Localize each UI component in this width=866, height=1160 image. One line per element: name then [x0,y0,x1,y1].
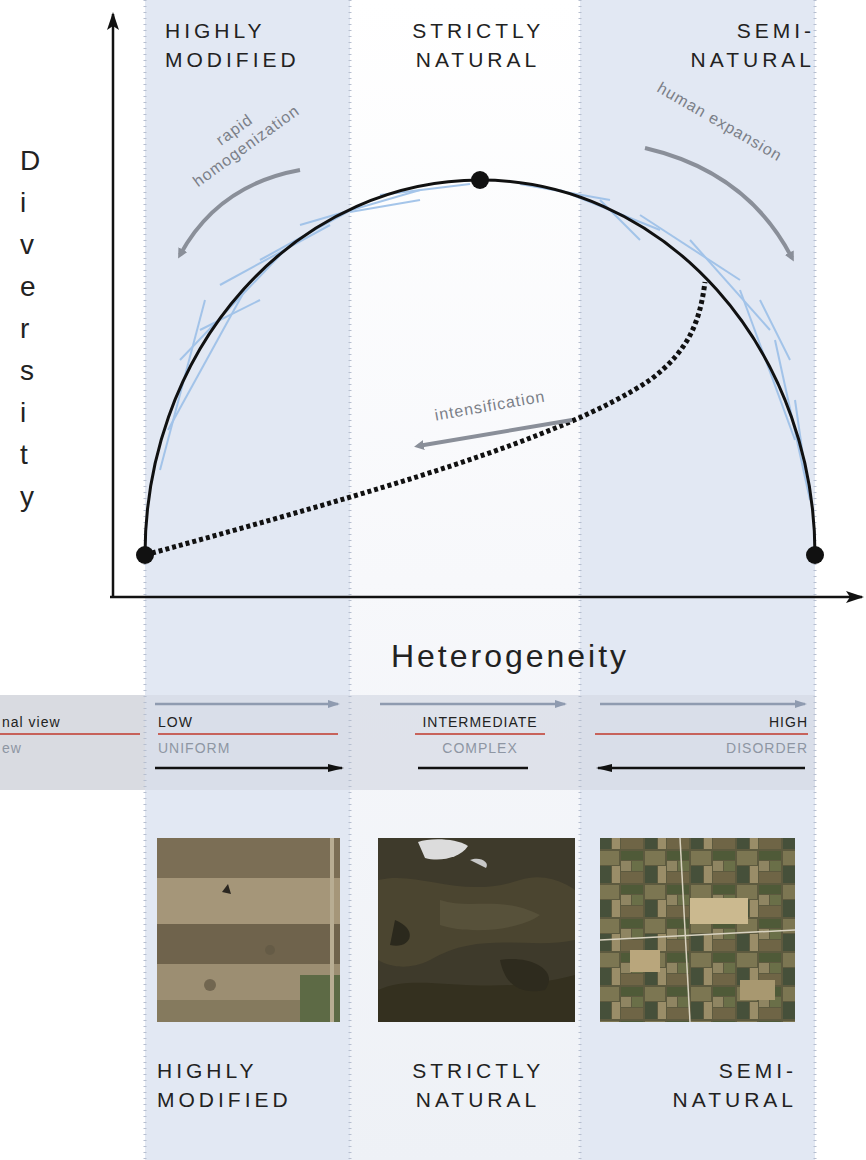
process-label: intensification [433,386,547,425]
region-label: SEMI- NATURAL [673,1056,797,1114]
heterogeneity-level: UNIFORM [158,740,230,756]
axis-label: Heterogeneity [391,638,629,675]
region-heading: SEMI- NATURAL [691,16,815,74]
view-label: ew [2,740,22,756]
region-heading: HIGHLY MODIFIED [165,16,300,74]
heterogeneity-level: COMPLEX [442,740,517,756]
process-label: human expansion [654,78,786,166]
region-label: STRICTLY NATURAL [412,1056,544,1114]
heterogeneity-level: HIGH [769,714,808,730]
region-heading: STRICTLY NATURAL [412,16,544,74]
region-label: HIGHLY MODIFIED [157,1056,292,1114]
axis-label: Diversity [20,140,44,518]
process-label: rapid homogenization [177,85,303,192]
heterogeneity-level: DISORDER [726,740,808,756]
heterogeneity-level: LOW [158,714,193,730]
heterogeneity-level: INTERMEDIATE [422,714,537,730]
view-label: nal view [2,714,61,730]
